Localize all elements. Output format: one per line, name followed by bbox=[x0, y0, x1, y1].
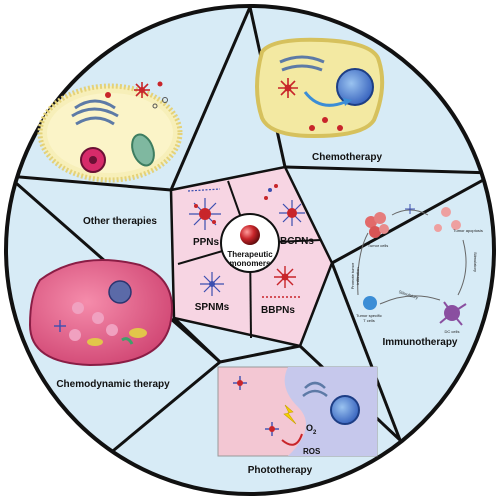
sector-label-other-therapies: Other therapies bbox=[83, 216, 157, 227]
bbpns-nanoparticle bbox=[262, 266, 300, 298]
center-label-spnms: SPNMs bbox=[195, 302, 230, 313]
bcpns-nanoparticle bbox=[264, 184, 305, 226]
center-label-bcpns: BCPNs bbox=[280, 236, 314, 247]
immuno-promote: Promote tumor bbox=[350, 262, 355, 289]
immuno-stimulatory-bottom: Stimulatory bbox=[398, 289, 419, 300]
other-therapies-illustration bbox=[37, 81, 183, 183]
immunotherapy-illustration bbox=[357, 204, 467, 326]
photo-ros-label: ROS bbox=[303, 447, 321, 456]
center-label-bbpns: BBPNs bbox=[261, 305, 295, 316]
photo-o2-label: O2 bbox=[306, 423, 317, 436]
sector-label-chemotherapy: Chemotherapy bbox=[312, 152, 382, 163]
sector-label-chemodynamic-therapy: Chemodynamic therapy bbox=[56, 379, 170, 390]
therapeutic-monomers-hub bbox=[220, 213, 280, 273]
immuno-tumor-apoptosis: Tumor apoptosis bbox=[453, 228, 483, 233]
immuno-stimulatory-right: Stimulatory bbox=[473, 252, 478, 272]
sector-label-immunotherapy: Immunotherapy bbox=[382, 337, 457, 348]
center-label-ppns: PPNs bbox=[193, 237, 220, 248]
ppns-nanoparticle bbox=[187, 188, 221, 230]
spnms-nanoparticle bbox=[200, 272, 224, 296]
immuno-infiltration: infiltration bbox=[355, 267, 360, 284]
immuno-tumor-cells: Tumor cells bbox=[368, 243, 389, 248]
immuno-dc-cells: DC cells bbox=[445, 329, 460, 334]
center-title-line2: monomers bbox=[230, 259, 271, 268]
wheel-border bbox=[4, 4, 496, 496]
sector-label-phototherapy: Phototherapy bbox=[248, 465, 313, 476]
immuno-tumor-specific: Tumor specific bbox=[356, 313, 382, 318]
center-title-line1: Therapeutic bbox=[227, 250, 273, 259]
immuno-t-cells: T cells bbox=[363, 318, 374, 323]
phototherapy-illustration bbox=[217, 366, 378, 457]
chemotherapy-illustration bbox=[255, 37, 385, 139]
chemodynamic-illustration bbox=[28, 259, 173, 367]
